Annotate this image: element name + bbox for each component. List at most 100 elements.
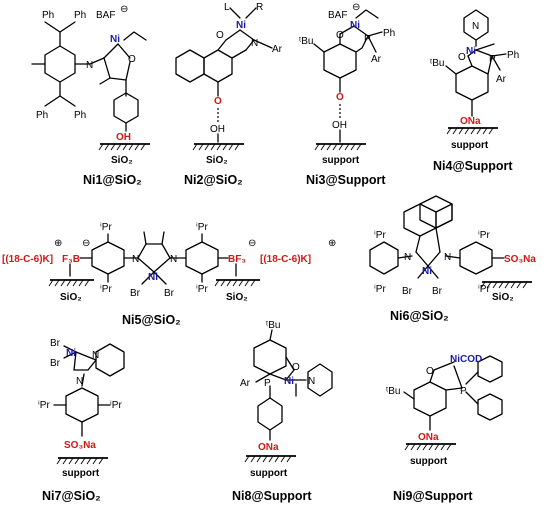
ni4-pyridine-n: N	[472, 21, 479, 32]
ni5-n-right: N	[170, 254, 177, 265]
ni6-br-2: Br	[432, 286, 443, 297]
ni3-title: Ni3@Support	[306, 173, 386, 187]
ni1-minus-charge: ⊖	[120, 4, 128, 15]
ni1-ph-4: Ph	[74, 110, 86, 121]
ni2-support-label: SiO₂	[206, 155, 228, 166]
ni7-ipr-2: ⁱPr	[110, 400, 122, 411]
ni2-o-atom: O	[216, 30, 224, 41]
ni7-pyridine-n: N	[92, 350, 99, 361]
ni6-structure	[369, 195, 532, 289]
ni6-ipr-2: ⁱPr	[374, 284, 386, 295]
ni8-structure	[244, 329, 333, 463]
ni6-ipr-1: ⁱPr	[374, 230, 386, 241]
ni2-structure	[175, 7, 273, 151]
ni5-br-1: Br	[130, 288, 141, 299]
ni5-bf3-right: BF₃	[228, 254, 246, 265]
ni4-support-label: support	[451, 140, 489, 151]
ni9-nicod-label: NiCOD	[450, 354, 482, 365]
ni6-so3na-anchor: SO₃Na	[504, 254, 536, 265]
ni2-ni-atom: Ni	[236, 20, 246, 31]
ni4-ona-anchor: ONa	[460, 116, 481, 127]
ni8-tbu-label: ᵗBu	[266, 320, 280, 331]
ni5-ipr-4: ⁱPr	[196, 284, 208, 295]
ni7-br-2: Br	[50, 358, 61, 369]
ni2-title: Ni2@SiO₂	[184, 173, 243, 187]
ni1-support-label: SiO₂	[111, 155, 133, 166]
ni5-ipr-1: ⁱPr	[100, 222, 112, 233]
ni1-oh-anchor: OH	[116, 132, 131, 143]
ni9-p-atom: P	[460, 386, 467, 397]
ni8-ni-atom: Ni	[284, 376, 294, 387]
ni8-p-atom: P	[264, 378, 271, 389]
ni8-title: Ni8@Support	[232, 489, 312, 503]
ni3-structure	[313, 9, 383, 151]
ni2-r-label: R	[256, 2, 263, 13]
ni1-ni-atom: Ni	[110, 34, 120, 45]
ni2-ar-label: Ar	[272, 44, 283, 55]
ni3-p-atom: P	[364, 34, 371, 45]
ni6-br-1: Br	[402, 286, 413, 297]
ni5-n-left: N	[132, 254, 139, 265]
ni1-structure	[31, 21, 150, 151]
ni4-ni-atom: Ni	[466, 46, 476, 57]
ni1-ph-1: Ph	[42, 10, 54, 21]
ni2-carbonyl-o: O	[214, 96, 222, 107]
ni3-tbu-label: ᵗBu	[299, 36, 313, 47]
ni5-structure	[48, 231, 260, 287]
ni4-title: Ni4@Support	[433, 159, 513, 173]
ni5-crown-right: [(18-C-6)K]	[260, 254, 311, 265]
ni5-minus-left: ⊖	[82, 238, 90, 249]
ni4-p-atom: P	[489, 54, 496, 65]
ni5-bf3-left: F₃B	[62, 254, 80, 265]
ni3-ni-atom: Ni	[350, 20, 360, 31]
ni1-ph-2: Ph	[74, 10, 86, 21]
ni9-support-label: support	[410, 456, 448, 467]
ni3-oh-label: OH	[332, 120, 347, 131]
ni7-so3na-anchor: SO₃Na	[64, 440, 96, 451]
ni6-title: Ni6@SiO₂	[390, 309, 449, 323]
ni3-support-label: support	[322, 155, 360, 166]
ni5-plus-left: ⊕	[54, 238, 62, 249]
ni9-structure	[403, 355, 503, 451]
ni8-ona-anchor: ONa	[258, 442, 279, 453]
ni9-tbu-label: ᵗBu	[386, 386, 400, 397]
ni7-title: Ni7@SiO₂	[42, 489, 101, 503]
ni7-support-label: support	[62, 468, 100, 479]
ni8-o-atom: O	[292, 362, 300, 373]
ni9-ona-anchor: ONa	[418, 432, 439, 443]
ni6-ipr-4: ⁱPr	[478, 284, 490, 295]
ni6-n-right: N	[444, 252, 451, 263]
ni2-oh-label: OH	[210, 124, 225, 135]
ni3-o-atom: O	[336, 30, 344, 41]
ni6-support-label: SiO₂	[492, 292, 514, 303]
ni9-title: Ni9@Support	[393, 489, 473, 503]
ni3-minus-charge: ⊖	[352, 2, 360, 13]
ni7-br-1: Br	[50, 338, 61, 349]
ni6-ipr-3: ⁱPr	[478, 230, 490, 241]
ni5-title: Ni5@SiO₂	[122, 313, 181, 327]
ni2-l-label: L	[224, 2, 230, 13]
ni4-ar-label: Ar	[496, 74, 507, 85]
ni8-ar-label: Ar	[240, 378, 251, 389]
ni5-support-right: SiO₂	[226, 292, 248, 303]
ni9-o-atom: O	[426, 366, 434, 377]
ni1-ph-3: Ph	[36, 110, 48, 121]
ni1-n-atom: N	[86, 60, 93, 71]
ni7-imine-n: N	[76, 376, 83, 387]
ni5-plus-right: ⊕	[328, 238, 336, 249]
ni6-ni-atom: Ni	[422, 266, 432, 277]
ni3-ar-label: Ar	[371, 54, 382, 65]
ni7-ni-atom: Ni	[66, 348, 76, 359]
ni1-baf-label: BAF	[96, 10, 115, 21]
ni4-o-atom: O	[458, 52, 466, 63]
ni4-structure	[445, 9, 507, 135]
ni6-n-left: N	[404, 252, 411, 263]
ni5-ipr-2: ⁱPr	[100, 284, 112, 295]
ni4-ph-label: Ph	[507, 50, 519, 61]
ni7-structure	[53, 343, 125, 465]
ni3-baf-label: BAF	[328, 10, 347, 21]
ni5-br-2: Br	[164, 288, 175, 299]
ni3-carbonyl-o: O	[336, 92, 344, 103]
ni1-title: Ni1@SiO₂	[83, 173, 142, 187]
